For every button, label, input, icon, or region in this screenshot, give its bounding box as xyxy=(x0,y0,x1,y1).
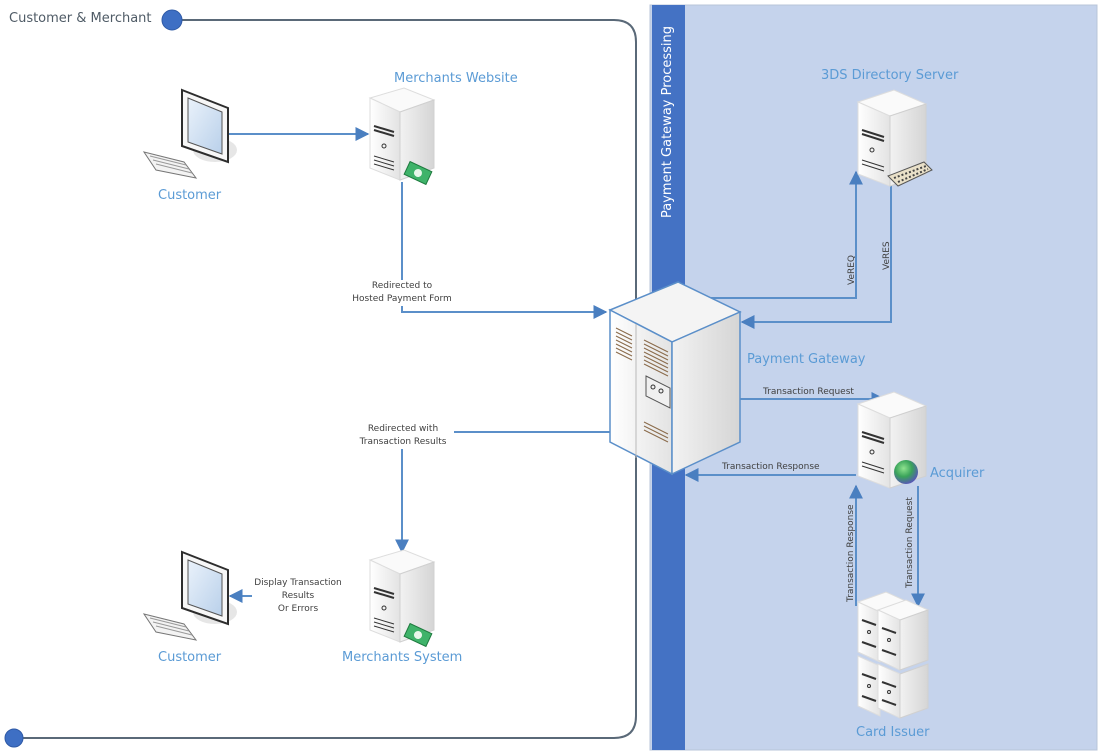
edge-label-display-results: Display Transaction Results Or Errors xyxy=(252,577,344,616)
edge-label-redirect-to-form: Redirected to Hosted Payment Form xyxy=(344,280,460,306)
edge-label-gw-txn-response: Transaction Response xyxy=(722,462,820,472)
connector-vereq xyxy=(700,170,863,299)
desktop-computer-icon xyxy=(142,550,237,641)
directory-server-icon xyxy=(856,89,933,187)
edge-label-issuer-txn-request: Transaction Request xyxy=(905,497,915,588)
mainframe-server-icon xyxy=(608,281,742,476)
connector-veres xyxy=(740,186,892,329)
node-label-customer-bottom: Customer xyxy=(158,650,222,665)
server-cluster-icon xyxy=(856,591,930,719)
edge-label-line: Results xyxy=(281,591,315,601)
swimlane-title-gateway-processing: Payment Gateway Processing xyxy=(660,25,675,218)
node-label-customer-top: Customer xyxy=(158,188,222,203)
edge-label-line: Hosted Payment Form xyxy=(352,294,452,304)
connector-website-to-gateway xyxy=(401,182,608,319)
edge-label-redirect-with-results: Redirected with Transaction Results xyxy=(352,423,454,449)
swimlane-title-customer-merchant: Customer & Merchant xyxy=(9,11,152,26)
node-label-directory-server: 3DS Directory Server xyxy=(821,68,959,83)
web-server-with-cash-icon xyxy=(368,549,436,648)
node-label-merchants-website: Merchants Website xyxy=(394,71,518,86)
node-label-payment-gateway: Payment Gateway xyxy=(747,352,866,367)
swimlane-start-dot xyxy=(161,9,183,31)
web-server-with-cash-icon xyxy=(368,87,436,186)
edge-label-line: Display Transaction xyxy=(254,578,342,588)
node-label-merchants-system: Merchants System xyxy=(342,650,463,665)
edge-label-line: Or Errors xyxy=(277,604,319,614)
swimlane-end-dot xyxy=(4,728,24,748)
edge-label-line: Transaction Results xyxy=(359,437,447,447)
desktop-computer-icon xyxy=(142,88,237,179)
connector-gateway-to-merchant-system xyxy=(395,431,610,554)
edge-label-issuer-txn-response: Transaction Response xyxy=(846,504,856,602)
edge-label-vereq: VeREQ xyxy=(847,254,857,285)
customer-merchant-swimlane-line xyxy=(14,19,637,739)
edge-label-line: Redirected with xyxy=(367,424,439,434)
node-label-card-issuer: Card Issuer xyxy=(856,725,930,740)
edge-label-veres: VeRES xyxy=(882,241,892,270)
edge-label-gw-txn-request: Transaction Request xyxy=(763,387,854,397)
server-with-globe-icon xyxy=(856,391,928,489)
edge-label-line: Redirected to xyxy=(371,281,433,291)
node-label-acquirer: Acquirer xyxy=(930,466,985,481)
